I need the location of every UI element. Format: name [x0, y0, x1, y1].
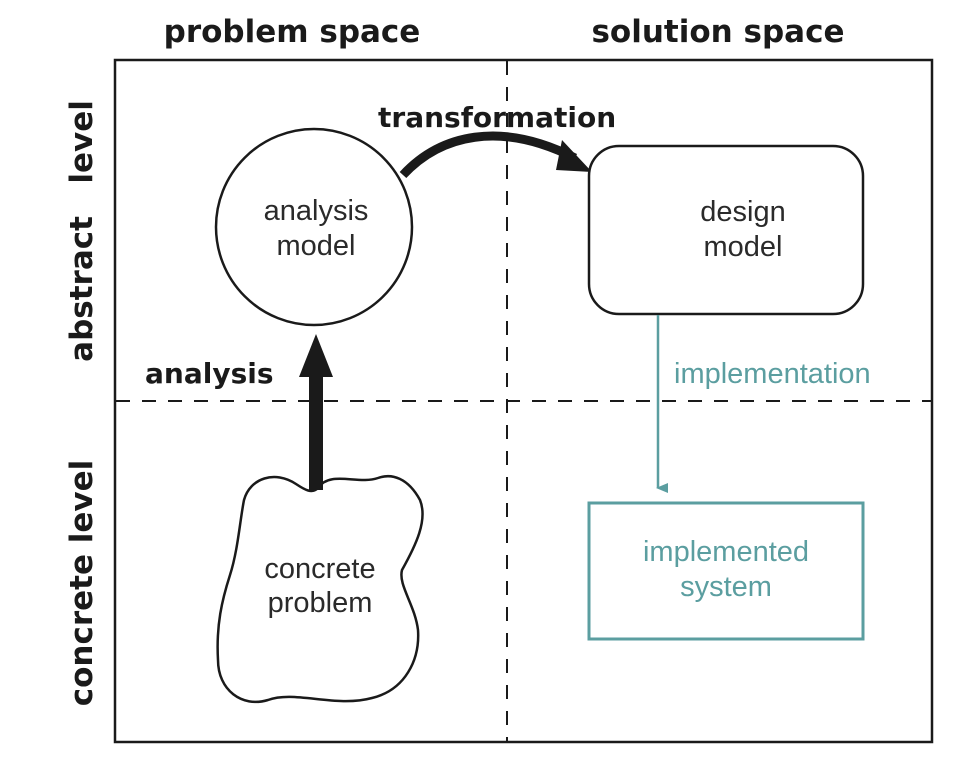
- design-model-node: [587, 144, 865, 316]
- implementation-edge-label: implementation: [674, 358, 871, 390]
- implemented-system-label-line2: system: [680, 571, 772, 603]
- implemented-system-node: [587, 501, 865, 641]
- column-header-solution-space: solution space: [591, 14, 844, 50]
- analysis-model-label-line1: analysis: [264, 195, 369, 227]
- analysis-arrow-head: [299, 334, 333, 377]
- analysis-edge-label: analysis: [145, 357, 274, 390]
- analysis-arrow-shaft: [309, 372, 323, 490]
- design-model-label-line1: design: [700, 196, 785, 228]
- transformation-arrow-head: [556, 140, 592, 172]
- implemented-system-label-line1: implemented: [643, 536, 809, 568]
- row-header-concrete-level: concrete level: [64, 460, 100, 707]
- quadrant-frame: [113, 58, 934, 744]
- analysis-model-label-line2: model: [277, 230, 356, 262]
- design-model-label-line2: model: [704, 231, 783, 263]
- concrete-problem-node: [216, 474, 424, 704]
- transformation-edge-label: transformation: [378, 101, 616, 134]
- transformation-arrow-curve: [399, 131, 578, 179]
- concrete-problem-label-line2: problem: [268, 587, 373, 619]
- concrete-problem-label-line1: concrete: [264, 553, 375, 585]
- column-header-problem-space: problem space: [164, 14, 421, 50]
- analysis-model-node: [214, 127, 414, 327]
- row-header-abstract-level: abstract level: [64, 100, 100, 362]
